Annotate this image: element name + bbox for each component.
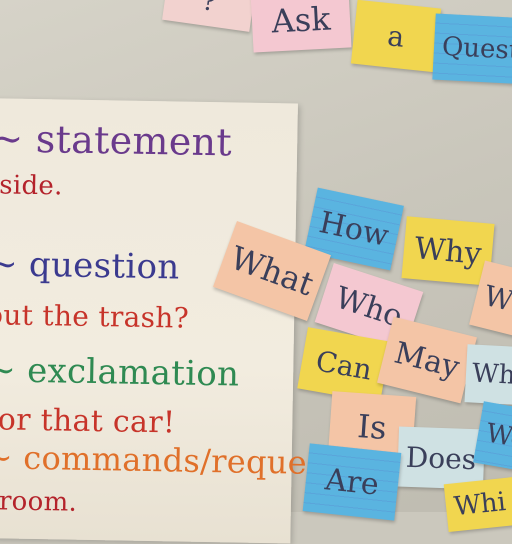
word-card-label: Does bbox=[405, 440, 477, 476]
word-card-label: Wh bbox=[471, 358, 512, 391]
word-card-label: Why bbox=[413, 230, 483, 272]
word-card-label: What bbox=[225, 238, 319, 304]
word-card-label: Whi bbox=[452, 487, 508, 523]
word-card-label: a bbox=[385, 18, 407, 54]
word-card-does: Does bbox=[396, 426, 486, 490]
poster-line-trash: out the trash? bbox=[0, 298, 190, 335]
poster-line-room: room. bbox=[0, 486, 78, 518]
poster-line-car: for that car! bbox=[0, 402, 176, 441]
word-card-question: Quest bbox=[432, 13, 512, 85]
word-card-label: W bbox=[480, 278, 512, 318]
word-card-whi-partial: Whi bbox=[443, 475, 512, 533]
word-card-label: Wo bbox=[483, 418, 512, 456]
word-card-label: Can bbox=[313, 343, 375, 387]
poster-line-exclamation: ~ exclamation bbox=[0, 350, 240, 395]
word-card-are: Are bbox=[302, 443, 402, 521]
poster-line-outside: tside. bbox=[0, 170, 63, 202]
word-card-label: Are bbox=[323, 461, 381, 503]
word-card-wh-partial: Wh bbox=[464, 344, 512, 406]
poster-line-statement: ~ statement bbox=[0, 116, 233, 165]
word-card-label: How bbox=[316, 204, 392, 254]
sentence-types-poster: ~ statement tside. ~ question out the tr… bbox=[0, 98, 337, 544]
poster-line-commands: ~ commands/request bbox=[0, 438, 338, 483]
word-card-label: Ask bbox=[270, 0, 332, 41]
word-card-a: a bbox=[350, 0, 442, 73]
word-card-label: ? bbox=[199, 0, 218, 18]
word-card-label: Is bbox=[356, 407, 388, 447]
word-card-label: Quest bbox=[441, 31, 512, 66]
word-card-ask: Ask bbox=[250, 0, 352, 53]
poster-line-question: ~ question bbox=[0, 244, 180, 288]
word-card-label: May bbox=[390, 335, 464, 385]
